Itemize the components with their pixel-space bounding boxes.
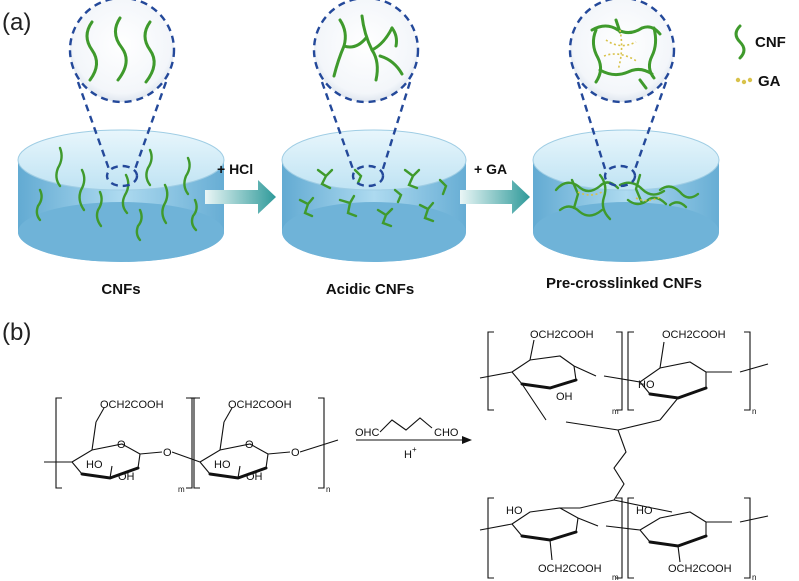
reactant-oh-2: OH [246,471,263,483]
reagent-ohc: OHC [355,427,380,439]
reactant-subscript-n: n [326,485,330,494]
product-top-oh: OH [556,391,573,403]
product-top-n: n [752,407,756,416]
legend-cnf-label: CNF [755,34,786,51]
reactant-subscript-m: m [178,485,185,494]
reaction-arrow [356,417,472,444]
legend: CNF GA [734,24,786,90]
product-bottom-ho-1: HO [506,505,523,517]
product-top-sub-1: OCH2COOH [530,329,594,341]
stage-3-caption: Pre-crosslinked CNFs [546,275,702,292]
reactant-ring-o-2: O [245,439,254,451]
product-bottom-n: n [752,573,756,581]
ga-legend-icon [735,77,753,85]
aggregated-cnf-fibers [298,168,448,228]
cnf-magnifier [68,0,176,173]
reagent-cho: CHO [434,427,459,439]
arrow-1-label: + HCl [217,161,253,177]
reactant-substituent-2: OCH2COOH [228,399,292,411]
stage-2-caption: Acidic CNFs [326,281,414,298]
arrow-2-label: + GA [474,161,507,177]
product-bottom-sub-1: OCH2COOH [538,563,602,575]
cnf-cylinder [17,129,225,262]
reactant-ho-1: HO [86,459,103,471]
cnf-legend-icon [734,24,746,60]
reactant-oh-1: OH [118,471,135,483]
product-top-m: m [612,407,619,416]
acidic-cnf-magnifier [312,0,420,173]
acidic-cnf-cylinder [281,129,467,262]
product-top-chain [479,331,769,431]
dispersed-cnf-fibers [35,146,198,242]
product-top-sub-2: OCH2COOH [662,329,726,341]
crosslinked-cnf-network [554,173,700,221]
reactant-structure: OCH2COOH OCH2COOH O O HO OH HO OH O O m … [44,397,339,494]
product-top-ho: HO [638,379,655,391]
stage-1-caption: CNFs [101,281,140,298]
catalyst-superscript: + [412,445,417,454]
reactant-ring-o: O [117,439,126,451]
reactant-substituent-1: OCH2COOH [100,399,164,411]
hcl-arrow [205,180,276,214]
ga-crosslink-bridge [579,429,653,509]
product-bottom-chain [479,497,769,579]
ga-arrow [460,180,530,214]
product-bottom-ho-2: HO [636,505,653,517]
legend-ga-label: GA [758,73,781,90]
panel-a-label: (a) [2,9,31,36]
catalyst-label: H [404,449,412,461]
pre-crosslinked-magnifier [568,0,676,173]
product-bottom-m: m [612,573,619,581]
product-bottom-sub-2: OCH2COOH [668,563,732,575]
reactant-link-o-2: O [291,447,300,459]
reactant-link-o: O [163,447,172,459]
reactant-ho-2: HO [214,459,231,471]
pre-crosslinked-cnf-cylinder [532,129,720,262]
panel-b-label: (b) [2,319,31,346]
